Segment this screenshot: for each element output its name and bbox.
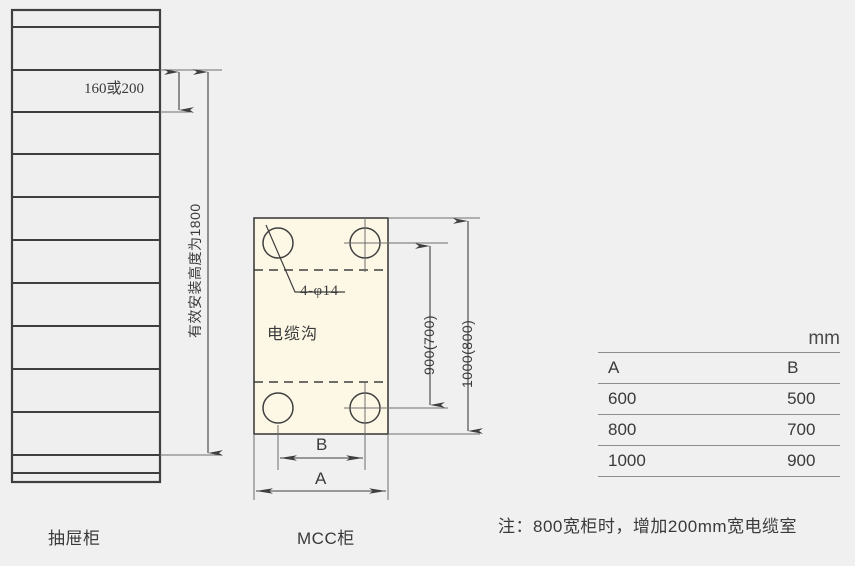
hole-callout-label: 4-φ14 [300,283,339,299]
spec-table: A B 600 500 800 700 1000 900 [598,352,840,477]
table-head: A B [598,352,840,384]
mounting-holes [262,218,392,434]
inner-depth-label: 900(700) [421,314,437,375]
drawer-cabinet-outline [10,8,162,484]
table-cell-b: 500 [653,383,840,415]
cable-trench-label: 电缆沟 [267,326,319,343]
table-cell-a: 600 [598,383,654,415]
mcc-width-extension-lines [253,425,389,500]
mcc-extension-lines [388,217,480,435]
module-height-label: 160或200 [84,81,145,97]
dimension-table: mm A B 600 500 800 700 1000 900 [598,328,840,477]
effective-height-label: 有效安装高度为1800 [187,203,203,338]
table-cell-a: 1000 [598,445,654,477]
table-row: 1000 900 [598,445,840,477]
table-units-label: mm [808,328,840,349]
drawer-cabinet-caption: 抽屉柜 [48,529,101,548]
width-inner-label: B [316,435,328,454]
table-header-row: A B [598,352,840,384]
table-cell-b: 700 [653,414,840,446]
hole-callout-leader [265,224,345,293]
mcc-cabinet-caption: MCC柜 [297,529,355,548]
width-outer-label: A [315,469,327,488]
table-row: 800 700 [598,414,840,446]
table-cell-b: 900 [653,445,840,477]
table-row: 600 500 [598,383,840,415]
table-body: 600 500 800 700 1000 900 [598,383,840,477]
outer-depth-label: 1000(800) [459,319,475,388]
mcc-panel [253,217,389,435]
drawing-note: 注：800宽柜时，增加200mm宽电缆室 [498,517,798,536]
table-header-a: A [598,352,654,384]
table-header-b: B [653,352,840,384]
table-cell-a: 800 [598,414,654,446]
